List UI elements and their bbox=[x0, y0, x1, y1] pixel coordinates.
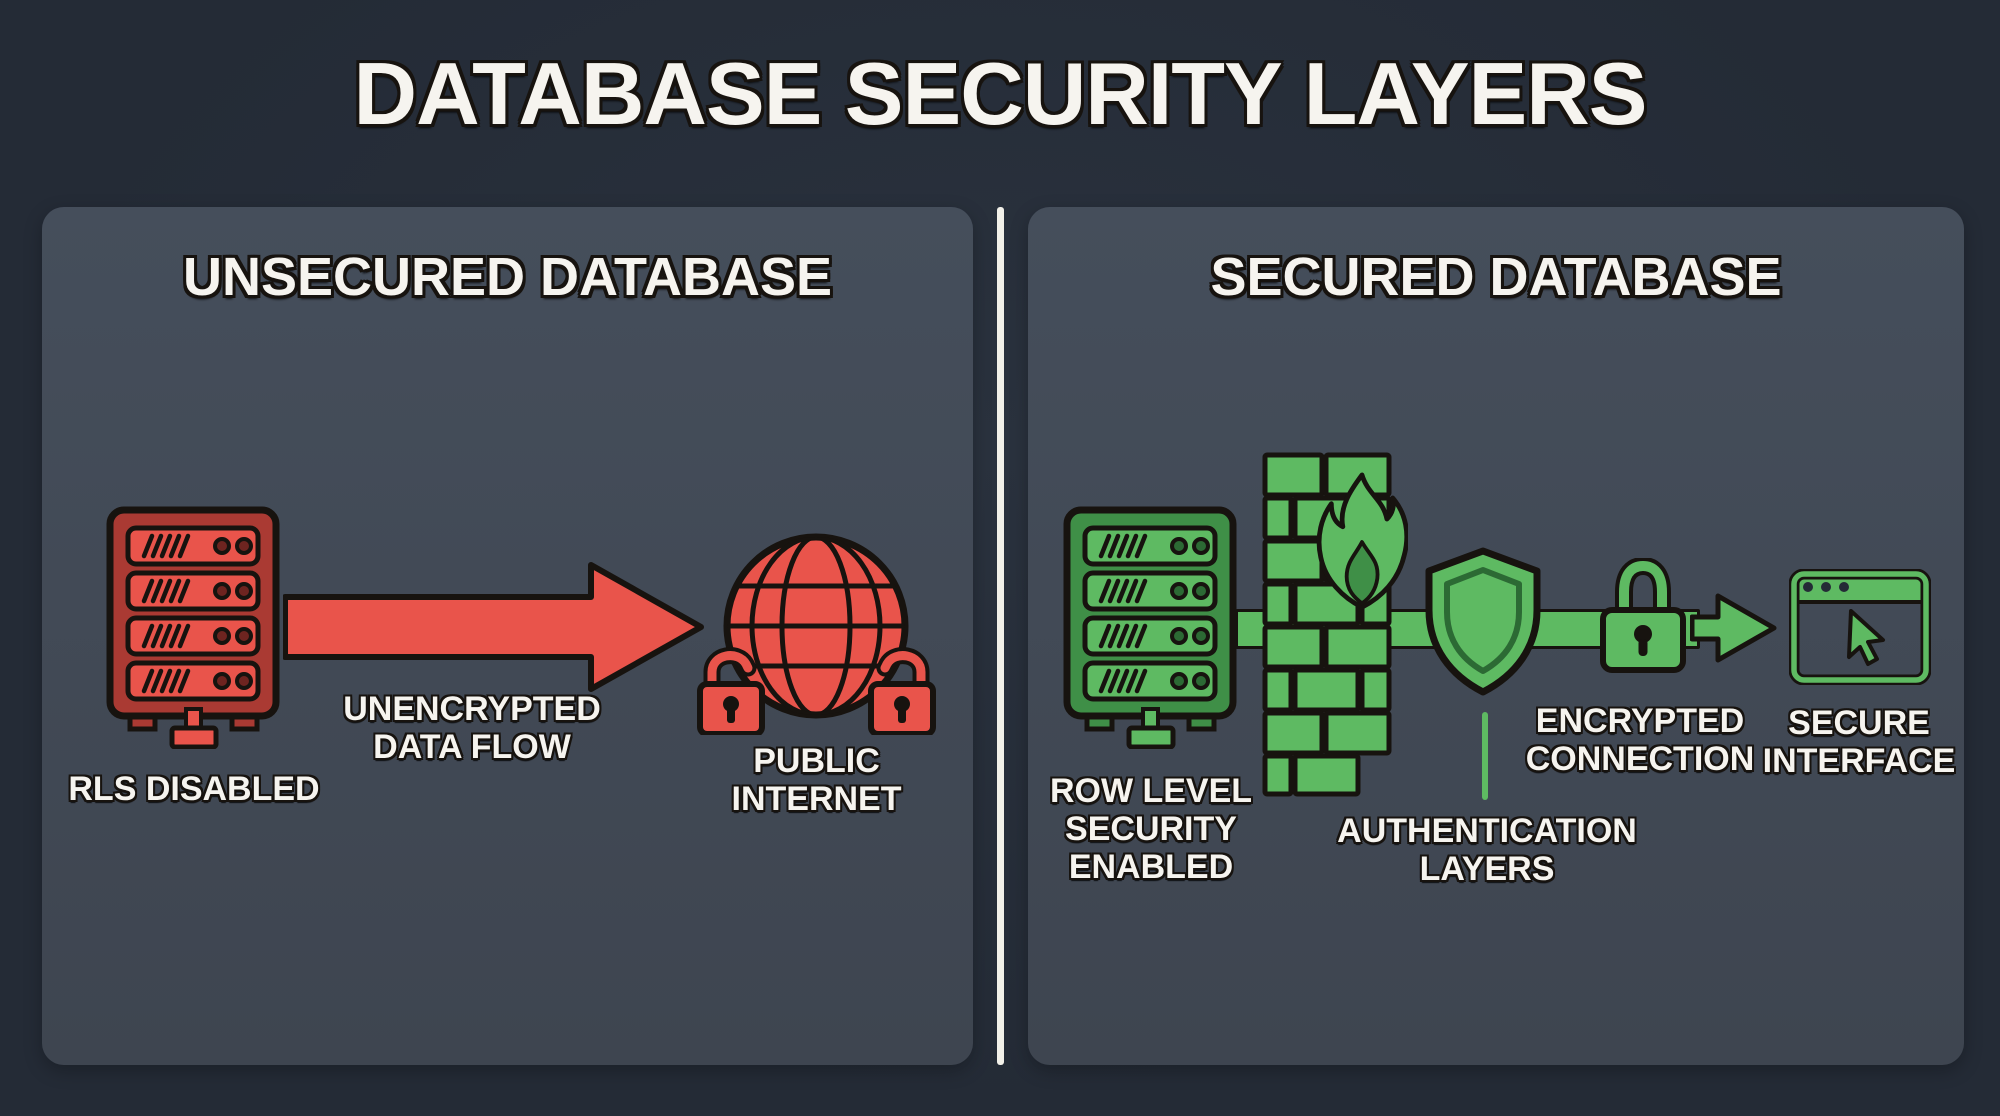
rls-disabled-label: RLS DISABLED bbox=[68, 770, 320, 808]
page-title: DATABASE SECURITY LAYERS bbox=[353, 44, 1648, 143]
closed-padlock-icon bbox=[1598, 558, 1688, 678]
unencrypted-flow-arrow-icon bbox=[283, 557, 707, 697]
row-level-security-label: ROW LEVEL SECURITY ENABLED bbox=[1049, 772, 1253, 886]
browser-dots-icon bbox=[1803, 582, 1849, 592]
cursor-icon bbox=[1847, 609, 1885, 666]
internet-globe-icon bbox=[694, 528, 939, 735]
flame-icon bbox=[1316, 470, 1408, 616]
flow-arrow-icon bbox=[1690, 584, 1778, 672]
panel-divider bbox=[997, 207, 1004, 1065]
unsecured-heading: UNSECURED DATABASE bbox=[182, 247, 833, 307]
secured-heading: SECURED DATABASE bbox=[1210, 247, 1782, 307]
encrypted-connection-label: ENCRYPTED CONNECTION bbox=[1525, 702, 1755, 778]
open-padlock-icon bbox=[868, 647, 936, 735]
browser-window-icon bbox=[1789, 569, 1931, 685]
open-padlock-icon bbox=[697, 647, 765, 735]
secured-database-server-icon bbox=[1061, 504, 1241, 749]
authentication-layers-label: AUTHENTICATION LAYERS bbox=[1337, 812, 1637, 888]
shield-icon bbox=[1420, 546, 1546, 698]
unencrypted-data-flow-label: UNENCRYPTED DATA FLOW bbox=[343, 690, 601, 766]
unsecured-database-server-icon bbox=[104, 504, 284, 749]
secure-interface-label: SECURE INTERFACE bbox=[1762, 704, 1956, 780]
shield-label-connector-line bbox=[1482, 712, 1488, 800]
public-internet-label: PUBLIC INTERNET bbox=[731, 742, 902, 818]
